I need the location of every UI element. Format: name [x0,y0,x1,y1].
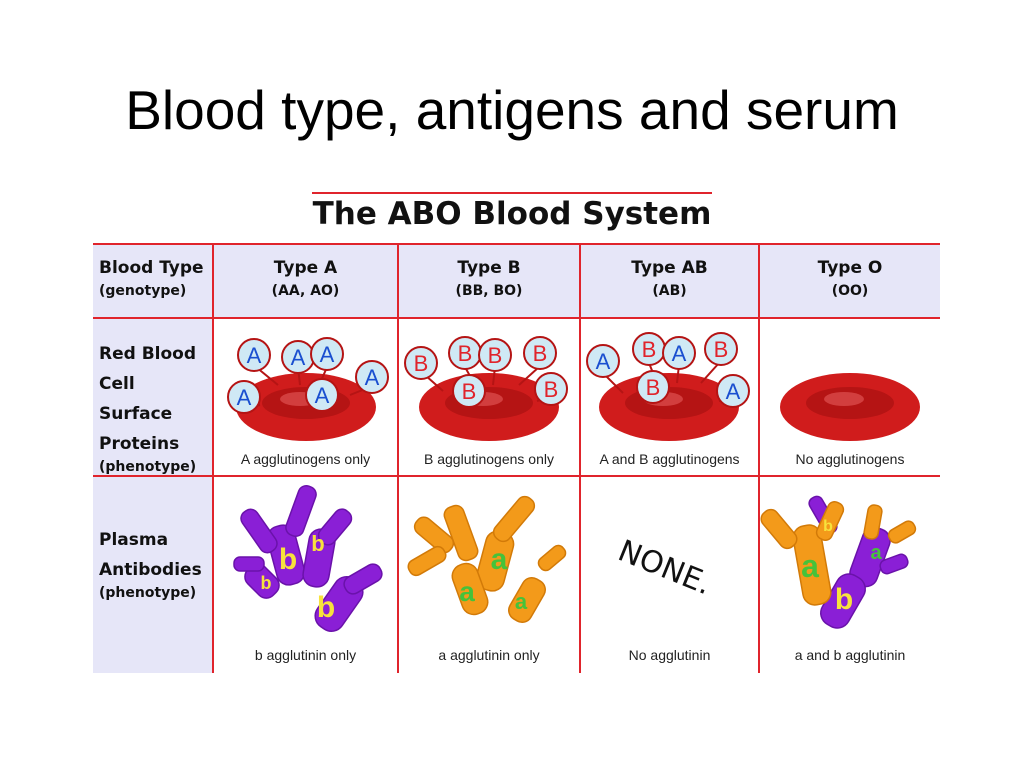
antigen-b-letter: B [488,343,503,368]
rbc-label-line2: Cell Surface [99,374,173,424]
rbc-cell-type-a: A A A A A A A agglutinogens only [212,317,399,477]
antibody-b-letter: b [261,573,272,593]
antigen-a-letter: A [320,342,335,367]
rbc-label-type-a: A agglutinogens only [240,451,371,467]
type-a-label: Type A [273,258,338,278]
header-row: Blood Type (genotype) Type A (AA, AO) Ty… [93,243,940,319]
antibody-b-letter: b [279,543,297,576]
none-text: NONE. [613,533,716,602]
antibody-label-type-b: a agglutinin only [438,647,540,663]
blood-type-header: Blood Type (genotype) [93,243,214,319]
antibody-cell-type-a: b b b b b agglutinin only [212,475,399,673]
antigen-b-letter: B [646,375,661,400]
plasma-label-line2: Antibodies [99,560,202,580]
abo-table: Blood Type (genotype) Type A (AA, AO) Ty… [93,243,940,673]
type-o-genotype: (OO) [831,283,869,299]
antibody-cell-type-b: a a a a agglutinin only [397,475,581,673]
antigen-b-letter: B [714,337,729,362]
type-b-genotype: (BB, BO) [455,283,523,299]
type-ab-genotype: (AB) [652,283,687,299]
type-ab-label: Type AB [631,258,708,278]
rbc-cell-type-ab: A B A B A B A and B agglutinogens [579,317,760,477]
type-b-header: Type B (BB, BO) [397,243,581,319]
red-cell-o-illustration [780,373,920,441]
antibody-a-illustration: a a a [407,495,567,624]
red-cell-b-illustration: B B B B B B [404,336,568,441]
antigen-b-letter: B [642,337,657,362]
antigen-a-letter: A [365,365,380,390]
antibody-b-letter: b [823,518,833,535]
antibody-a-letter: a [491,543,508,576]
antigen-a-letter: A [315,383,330,408]
antigen-b-letter: B [462,379,477,404]
type-o-header: Type O (OO) [758,243,940,319]
antibody-cell-type-ab: NONE. No agglutinin [579,475,760,673]
antibody-b-illustration: b b b b [233,484,383,633]
antigen-b-letter: B [544,377,559,402]
antibody-b-letter: b [835,583,853,616]
rbc-cell-type-o: No agglutinogens [758,317,940,477]
antibody-a-letter: a [459,576,475,607]
antigen-a-letter: A [596,349,611,374]
antigen-b-letter: B [458,341,473,366]
blood-type-label: Blood Type [99,258,204,278]
antibody-label-type-a: b agglutinin only [254,647,357,663]
rbc-row-header: Red Blood Cell Surface Proteins (phenoty… [93,317,214,477]
plasma-row: Plasma Antibodies (phenotype) [93,475,940,673]
type-ab-header: Type AB (AB) [579,243,760,319]
plasma-row-header: Plasma Antibodies (phenotype) [93,475,214,673]
antibody-cell-type-o: a a b b a and b agglutinin [758,475,940,673]
antibody-b-letter: b [317,591,335,624]
type-a-genotype: (AA, AO) [271,283,340,299]
type-a-header: Type A (AA, AO) [212,243,399,319]
antigen-b-letter: B [414,351,429,376]
antigen-b-letter: B [533,341,548,366]
rbc-label-type-ab: A and B agglutinogens [599,451,740,467]
no-antibody-illustration: NONE. [613,533,716,602]
rbc-label-line1: Red Blood [99,344,197,364]
plasma-label-line1: Plasma [99,530,169,550]
antigen-a-letter: A [247,343,262,368]
red-cell-a-illustration: A A A A A A [227,337,389,441]
antibody-a-letter: a [801,548,819,584]
slide-title: Blood type, antigens and serum [125,79,899,141]
antibody-b-letter: b [311,531,324,556]
rbc-phenotype-label: (phenotype) [99,459,197,475]
type-b-label: Type B [457,258,521,278]
rbc-label-line3: Proteins [99,434,180,454]
antibody-label-type-o: a and b agglutinin [794,647,906,663]
antibody-ab-illustration: a a b b [760,495,917,629]
rbc-row: Red Blood Cell Surface Proteins (phenoty… [93,317,940,477]
rbc-label-type-o: No agglutinogens [795,451,905,467]
rbc-cell-type-b: B B B B B B B agglutinogens only [397,317,581,477]
antibody-a-letter: a [870,542,882,564]
red-blood-cell-icon [780,373,920,441]
antigen-a-letter: A [291,345,306,370]
type-o-label: Type O [817,258,883,278]
antibody-label-type-ab: No agglutinin [628,647,711,663]
chart-title: The ABO Blood System [312,192,712,232]
genotype-label: (genotype) [99,283,187,299]
antigen-a-letter: A [672,341,687,366]
antibody-a-letter: a [515,589,528,614]
antigen-a-letter: A [237,385,252,410]
red-cell-ab-illustration: A B A B A B [586,332,750,441]
antigen-a-letter: A [726,379,741,404]
rbc-label-type-b: B agglutinogens only [424,451,554,467]
plasma-phenotype-label: (phenotype) [99,585,197,601]
